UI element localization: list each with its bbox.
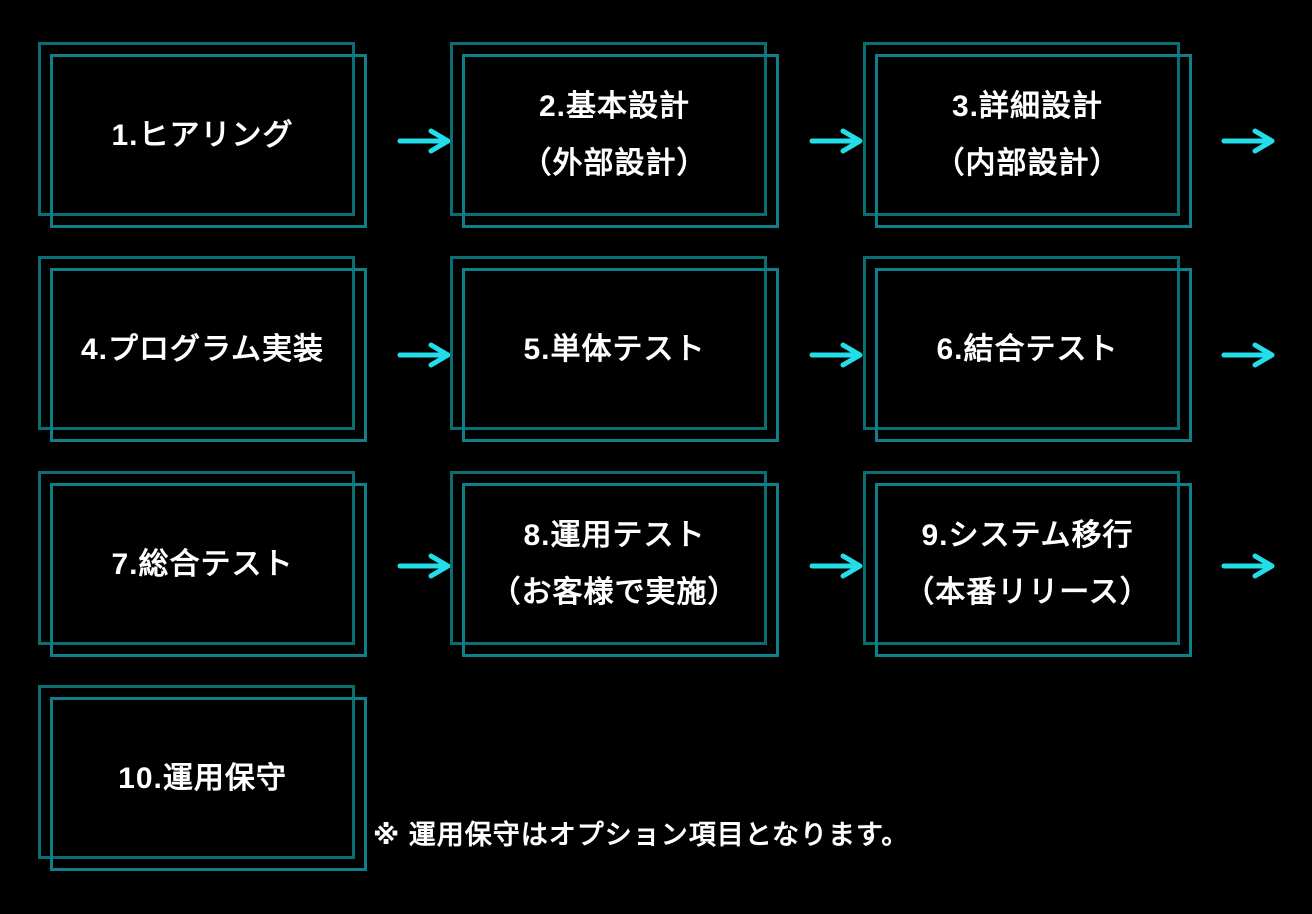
step-box-frame-back [38,471,355,645]
step-label: 8.運用テスト （お客様で実施） [450,471,779,657]
step-box-frame-front [462,483,779,657]
flow-arrow-right-icon [397,128,451,154]
flow-arrow-right-icon [809,342,863,368]
step-box-10: 10.運用保守 [38,685,367,871]
step-box-2: 2.基本設計 （外部設計） [450,42,779,228]
step-label: 5.単体テスト [450,256,779,442]
flow-arrow-right-icon [1221,128,1275,154]
step-box-frame-back [450,42,767,216]
step-box-frame-back [863,256,1180,430]
step-box-frame-front [462,54,779,228]
flow-arrow-right-icon [397,342,451,368]
step-label-line1: 7.総合テスト [111,547,294,581]
step-box-frame-back [863,42,1180,216]
step-label-line1: 5.単体テスト [523,332,706,366]
step-label-line2: （外部設計） [521,147,708,180]
step-box-1: 1.ヒアリング [38,42,367,228]
step-box-frame-back [38,42,355,216]
step-box-frame-front [50,268,367,442]
step-box-frame-front [875,54,1192,228]
step-label-line2: （本番リリース） [904,576,1151,609]
step-box-7: 7.総合テスト [38,471,367,657]
note-text: ※ 運用保守はオプション項目となります。 [373,820,910,850]
step-box-frame-front [50,483,367,657]
step-label-line1: 1.ヒアリング [111,118,294,152]
step-label: 3.詳細設計 （内部設計） [863,42,1192,228]
flow-arrow-right-icon [809,553,863,579]
step-box-frame-front [875,268,1192,442]
step-label-line1: 3.詳細設計 [951,90,1104,123]
step-label-line2: （お客様で実施） [490,576,739,609]
step-box-frame-back [863,471,1180,645]
step-box-frame-back [38,256,355,430]
step-box-9: 9.システム移行 （本番リリース） [863,471,1192,657]
step-box-frame-back [450,471,767,645]
step-label: 7.総合テスト [38,471,367,657]
step-label-line2: （内部設計） [934,147,1121,180]
step-box-frame-front [875,483,1192,657]
step-label-line1: 4.プログラム実装 [80,332,325,366]
step-label: 6.結合テスト [863,256,1192,442]
step-box-6: 6.結合テスト [863,256,1192,442]
step-label: 10.運用保守 [38,685,367,871]
step-label-line1: 6.結合テスト [936,332,1119,366]
step-box-3: 3.詳細設計 （内部設計） [863,42,1192,228]
step-label-line1: 2.基本設計 [538,90,691,123]
step-label-line1: 9.システム移行 [921,519,1134,552]
step-box-frame-front [50,697,367,871]
step-box-4: 4.プログラム実装 [38,256,367,442]
step-label: 1.ヒアリング [38,42,367,228]
flow-arrow-right-icon [1221,342,1275,368]
flow-arrow-right-icon [397,553,451,579]
step-label-line1: 8.運用テスト [523,519,706,552]
flow-arrow-right-icon [1221,553,1275,579]
step-label: 2.基本設計 （外部設計） [450,42,779,228]
step-box-frame-front [50,54,367,228]
step-label: 9.システム移行 （本番リリース） [863,471,1192,657]
step-label-line1: 10.運用保守 [118,761,287,795]
step-box-8: 8.運用テスト （お客様で実施） [450,471,779,657]
step-box-frame-front [462,268,779,442]
step-box-frame-back [450,256,767,430]
flow-arrow-right-icon [809,128,863,154]
step-box-frame-back [38,685,355,859]
step-label: 4.プログラム実装 [38,256,367,442]
step-box-5: 5.単体テスト [450,256,779,442]
